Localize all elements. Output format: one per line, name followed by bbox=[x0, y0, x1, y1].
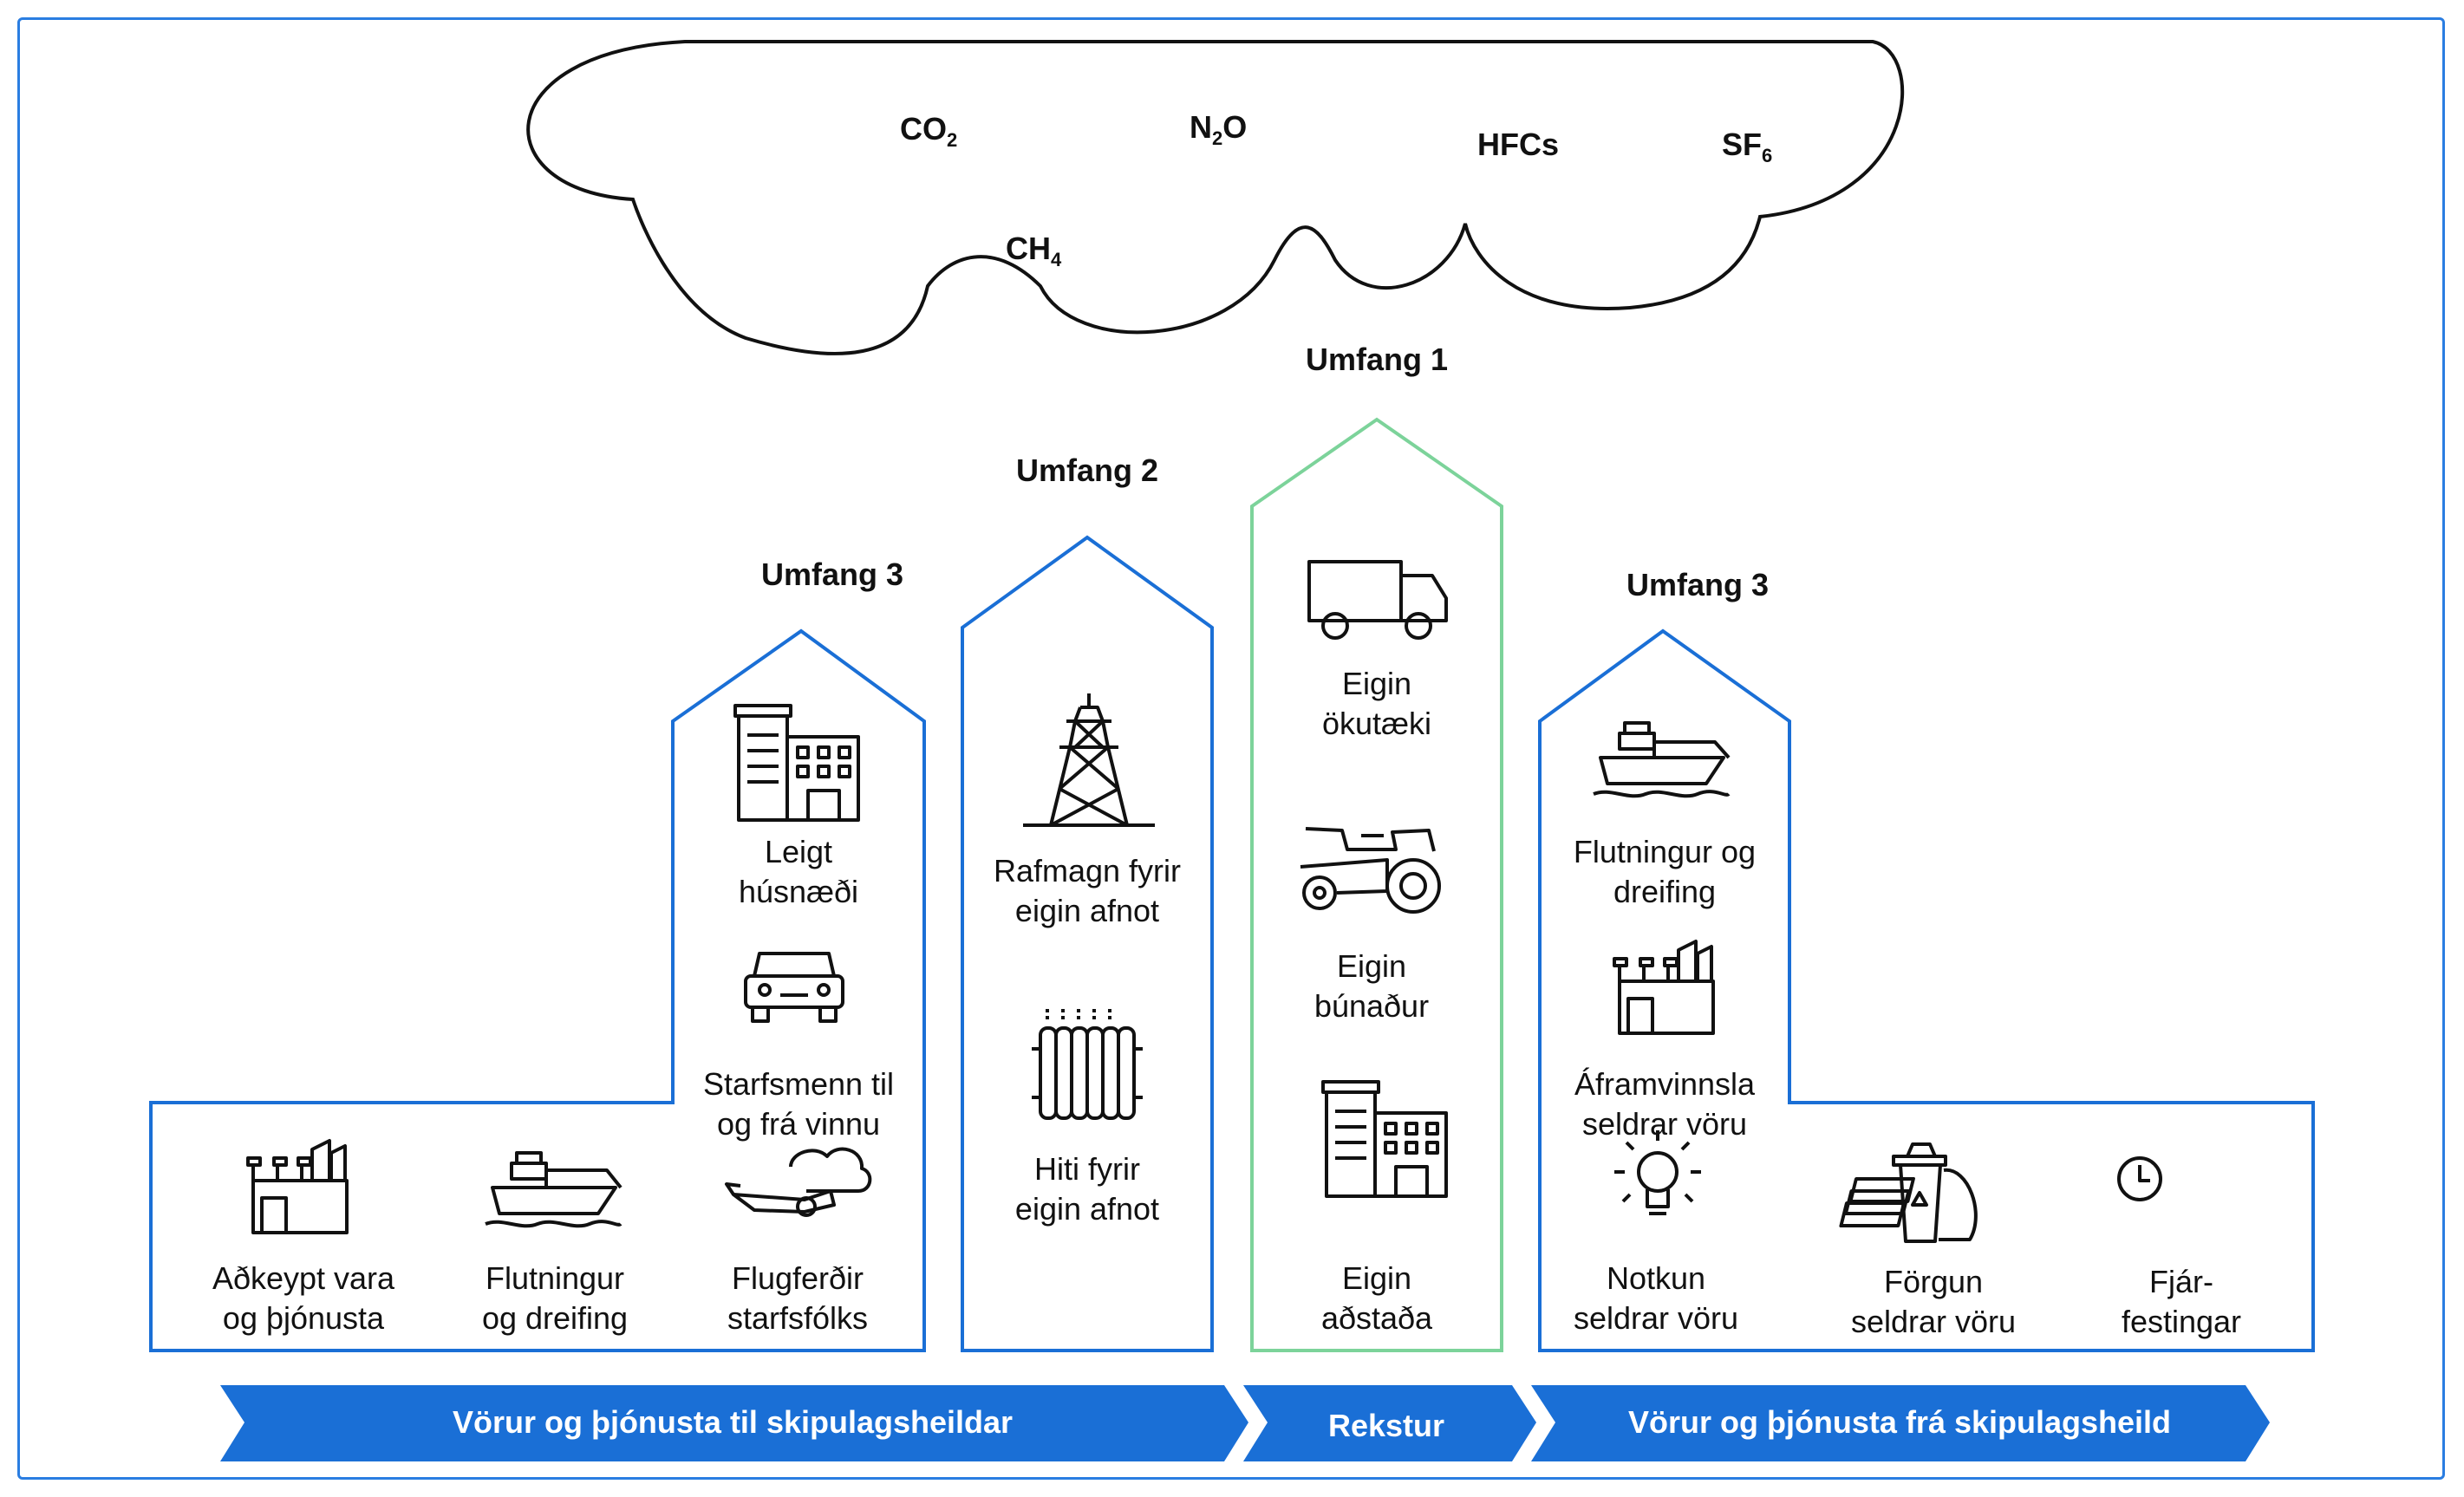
label-purchased-goods: Aðkeypt vara og þjónusta bbox=[212, 1260, 395, 1336]
label-own-vehicles: Eigin ökutæki bbox=[1321, 666, 1432, 741]
scope2-heading: Umfang 2 bbox=[1015, 452, 1159, 488]
tractor-icon bbox=[1300, 827, 1441, 914]
label-employee-commuting: Starfsmenn til og frá vinnu bbox=[702, 1066, 895, 1142]
light-bulb-icon bbox=[1614, 1130, 1701, 1215]
label-processing: Áframvinnsla seldrar vöru bbox=[1574, 1066, 1756, 1142]
gas-co2: CO2 bbox=[900, 111, 958, 152]
label-transport-upstream: Flutningur og dreifing bbox=[481, 1260, 629, 1336]
building-icon bbox=[733, 704, 860, 822]
band-downstream bbox=[1531, 1385, 2270, 1461]
band-operations bbox=[1243, 1385, 1536, 1461]
car-icon bbox=[744, 952, 844, 1023]
facility-building-icon bbox=[1321, 1080, 1448, 1198]
band-downstream-label: Vörur og þjónusta frá skipulagsheild bbox=[1627, 1404, 2172, 1440]
outer-frame bbox=[17, 17, 2445, 1480]
gas-n2o: N2O bbox=[1190, 109, 1248, 150]
band-operations-label: Rekstur bbox=[1327, 1408, 1445, 1443]
band-upstream-label: Vörur og þjónusta til skipulagsheildar bbox=[452, 1404, 1014, 1440]
factory-icon bbox=[246, 1139, 349, 1234]
gas-sf6: SF6 bbox=[1722, 127, 1773, 167]
truck-icon bbox=[1307, 560, 1448, 640]
gas-ch4: CH4 bbox=[1006, 231, 1062, 271]
emissions-cloud bbox=[526, 40, 1905, 355]
label-transport-downstream: Flutningur og dreifing bbox=[1573, 834, 1757, 909]
label-business-travel: Flugferðir starfsfólks bbox=[727, 1260, 869, 1336]
radiator-icon bbox=[1032, 1009, 1143, 1120]
scope3-upstream-shape bbox=[149, 628, 926, 1352]
ship-icon bbox=[485, 1151, 623, 1228]
scope3-downstream-shape bbox=[1538, 628, 2315, 1352]
money-clock-icon bbox=[1839, 1156, 2162, 1227]
label-own-equipment: Eigin búnaður bbox=[1313, 948, 1430, 1024]
ship-downstream-icon bbox=[1593, 721, 1731, 798]
label-investments: Fjár- festingar bbox=[2121, 1264, 2242, 1339]
band-upstream bbox=[220, 1385, 1248, 1461]
label-electricity: Rafmagn fyrir eigin afnot bbox=[993, 853, 1182, 928]
recycling-bin-icon bbox=[1892, 1142, 1978, 1243]
scope2-shape bbox=[961, 535, 1214, 1352]
gas-hfcs: HFCs bbox=[1477, 127, 1560, 162]
scope3-left-heading: Umfang 3 bbox=[760, 556, 904, 592]
power-pylon-icon bbox=[1023, 693, 1155, 827]
label-disposal: Förgun seldrar vöru bbox=[1850, 1264, 2017, 1339]
factory-downstream-icon bbox=[1613, 940, 1715, 1035]
label-own-facilities: Eigin aðstaða bbox=[1320, 1260, 1433, 1336]
scope1-heading: Umfang 1 bbox=[1305, 342, 1449, 377]
airplane-cloud-icon bbox=[725, 1147, 872, 1217]
scope1-shape bbox=[1250, 417, 1503, 1352]
label-leased-buildings: Leigt húsnæði bbox=[738, 834, 859, 909]
label-heating: Hiti fyrir eigin afnot bbox=[1014, 1151, 1160, 1227]
scope3-right-heading: Umfang 3 bbox=[1626, 567, 1770, 602]
label-use-sold-products: Notkun seldrar vöru bbox=[1573, 1260, 1739, 1336]
